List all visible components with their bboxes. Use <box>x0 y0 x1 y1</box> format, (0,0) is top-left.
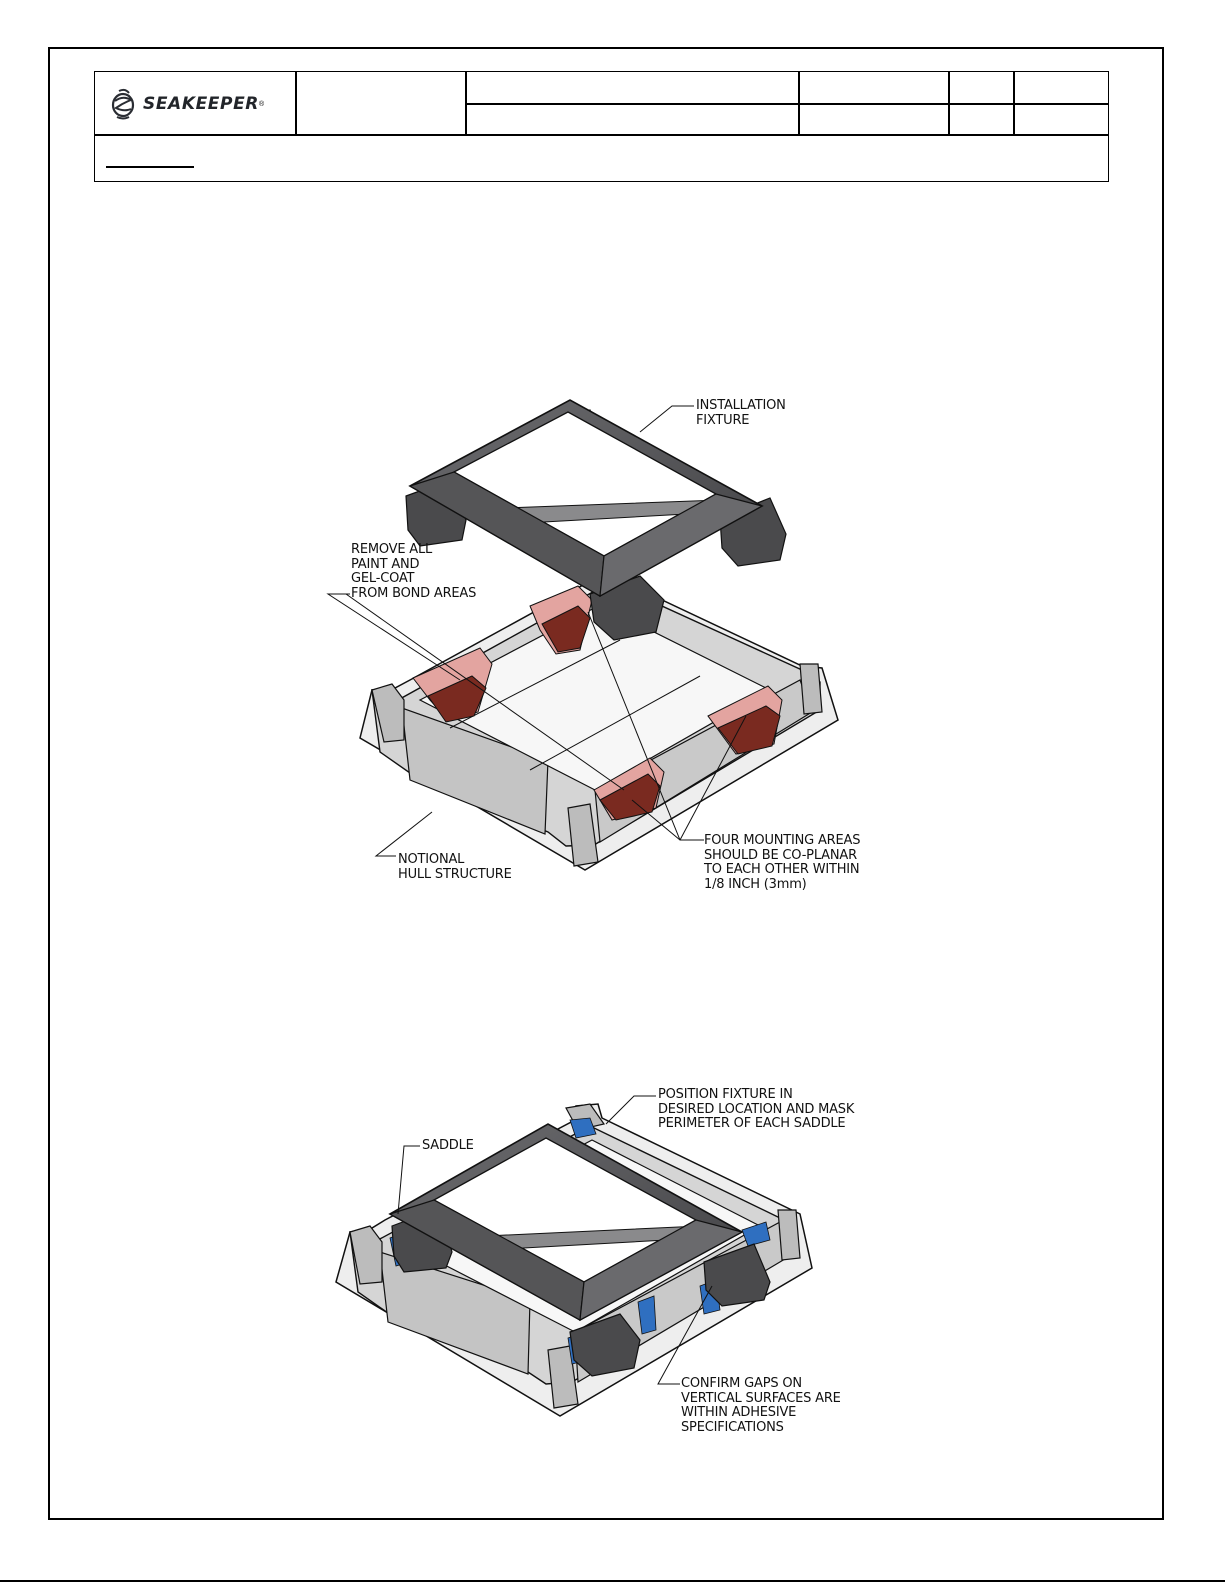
callout-four-mounting-areas: FOUR MOUNTING AREAS SHOULD BE CO-PLANAR … <box>704 833 861 892</box>
leader-lines-figure-2 <box>397 1095 713 1385</box>
callout-position-fixture: POSITION FIXTURE IN DESIRED LOCATION AND… <box>658 1087 855 1131</box>
callout-remove-paint: REMOVE ALL PAINT AND GEL-COAT FROM BOND … <box>351 542 477 601</box>
installation-fixture-figure-2 <box>388 1123 771 1377</box>
callout-notional-hull: NOTIONAL HULL STRUCTURE <box>398 852 512 882</box>
seakeeper-logo: SEAKEEPER® <box>109 86 264 122</box>
callout-saddle: SADDLE <box>422 1138 474 1153</box>
page-frame <box>48 47 1164 1520</box>
logo-wordmark: SEAKEEPER <box>143 94 259 114</box>
registered-mark: ® <box>258 100 265 108</box>
callout-installation-fixture: INSTALLATION FIXTURE <box>696 398 786 428</box>
title-block: SEAKEEPER® <box>94 71 1109 182</box>
seakeeper-globe-icon <box>111 88 135 120</box>
leader-lines-figure-1 <box>326 405 747 857</box>
title-block-underline <box>106 166 194 168</box>
callout-confirm-gaps: CONFIRM GAPS ON VERTICAL SURFACES ARE WI… <box>681 1376 841 1435</box>
page-bottom-rule <box>0 1580 1225 1582</box>
installation-fixture-figure-1 <box>405 399 787 641</box>
bond-areas-figure-1 <box>412 585 783 821</box>
